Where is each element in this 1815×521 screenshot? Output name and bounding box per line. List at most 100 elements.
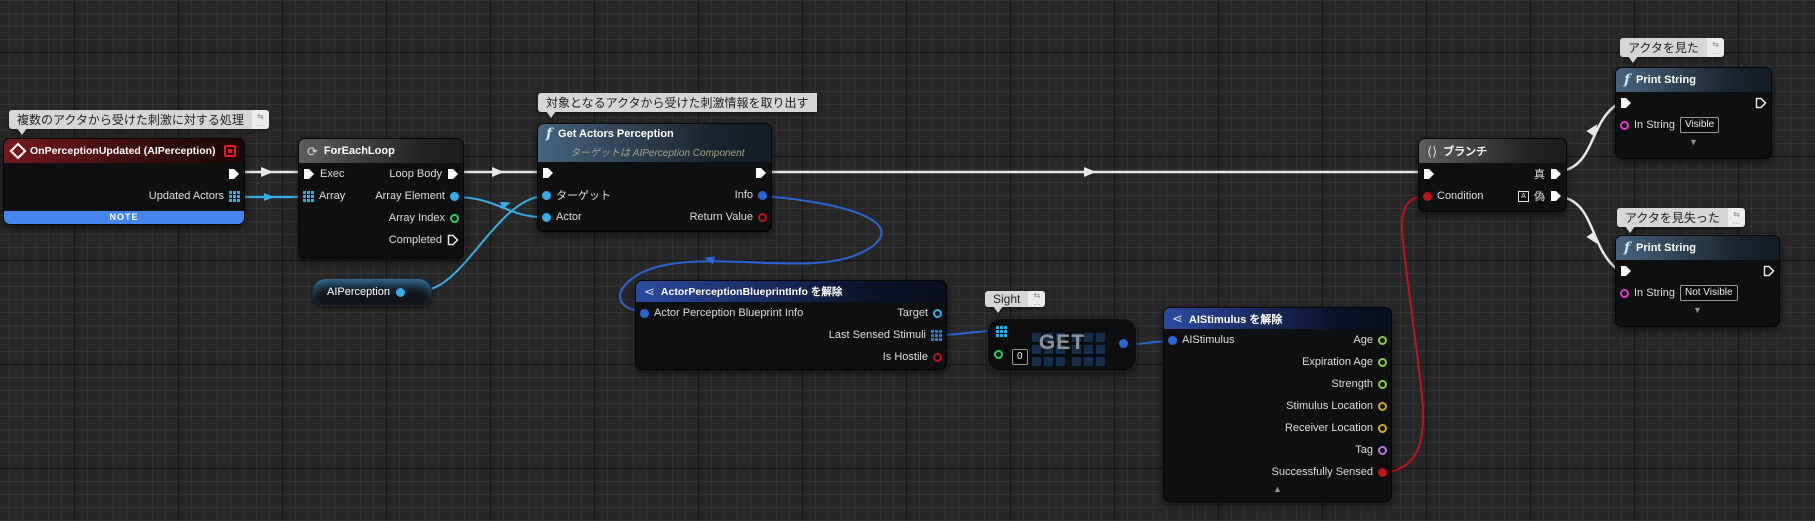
in-string-pin[interactable]: In String Not Visible xyxy=(1620,285,1738,301)
in-string-pin[interactable]: In String Visible xyxy=(1620,117,1720,133)
node-print-string-1[interactable]: f Print String In String Visible ▼ xyxy=(1615,67,1772,159)
wire-exec-true-to-print1[interactable] xyxy=(1555,102,1619,174)
node-header[interactable]: f Print String xyxy=(1616,68,1771,92)
node-header[interactable]: ⋖ ActorPerceptionBlueprintInfo を解除 xyxy=(636,281,946,302)
function-icon: f xyxy=(546,126,553,142)
comment-pin-icon[interactable]: ⇆… xyxy=(1706,38,1724,57)
completed-pin[interactable]: Completed xyxy=(389,234,459,246)
info-pin[interactable]: Info xyxy=(735,189,767,201)
pin-label: Array Index xyxy=(388,212,445,224)
expiration-age-pin[interactable]: Expiration Age xyxy=(1302,356,1387,368)
wire-info-to-breakinput[interactable] xyxy=(619,195,883,312)
array-element-pin[interactable]: Array Element xyxy=(375,190,459,202)
node-onperceptionupdated[interactable]: OnPerceptionUpdated (AIPerception) Updat… xyxy=(3,138,245,225)
exec-pin-icon xyxy=(1755,97,1767,109)
node-header[interactable]: f Get Actors Perception ターゲットは AIPercept… xyxy=(538,124,771,162)
node-get-actors-perception[interactable]: f Get Actors Perception ターゲットは AIPercept… xyxy=(537,123,772,232)
node-aiperception-variable[interactable]: AIPerception xyxy=(312,278,432,306)
pin-label: Exec xyxy=(320,168,345,180)
target-out-pin[interactable]: Target xyxy=(897,307,942,319)
strength-pin[interactable]: Strength xyxy=(1331,378,1387,390)
comment-text: 対象となるアクタから受けた刺激情報を取り出す xyxy=(538,93,817,112)
expand-arrow-icon[interactable]: ▼ xyxy=(1693,305,1702,315)
delegate-icon[interactable] xyxy=(224,145,236,157)
comment-pin-icon[interactable]: ⇆… xyxy=(1028,291,1046,307)
exec-out-pin[interactable] xyxy=(1755,97,1767,109)
pin-label: ターゲット xyxy=(556,190,611,202)
stimulus-location-pin[interactable]: Stimulus Location xyxy=(1286,400,1387,412)
aistimulus-input-pin[interactable]: AIStimulus xyxy=(1168,334,1235,346)
node-print-string-2[interactable]: f Print String In String Not Visible ▼ xyxy=(1615,235,1780,327)
node-array-get[interactable]: GET 0 xyxy=(987,318,1137,372)
exec-in-pin[interactable]: Exec xyxy=(303,168,344,180)
exec-in-pin[interactable] xyxy=(1620,265,1632,277)
comment-text: 複数のアクタから受けた刺激に対する処理 xyxy=(9,110,252,129)
age-pin[interactable]: Age xyxy=(1353,334,1387,346)
tag-pin[interactable]: Tag xyxy=(1355,444,1387,456)
node-foreachloop[interactable]: ⟳ ForEachLoop Exec Loop Body Array Array… xyxy=(298,138,464,259)
wire-arrow xyxy=(499,201,511,210)
expand-arrow-icon[interactable]: ▼ xyxy=(1689,137,1698,147)
int-pin-icon xyxy=(450,213,459,223)
pin-label: Stimulus Location xyxy=(1286,400,1373,412)
array-index-pin[interactable]: Array Index xyxy=(389,212,459,224)
node-break-aistimulus[interactable]: ⋖ AIStimulus を解除 AIStimulus Age Expirati… xyxy=(1163,307,1392,502)
comment-pin-icon[interactable]: ⇆… xyxy=(251,110,269,129)
struct-pin-icon xyxy=(1168,335,1177,345)
pin-label: Strength xyxy=(1331,378,1373,390)
array-in-pin[interactable] xyxy=(996,326,1007,337)
comment-sight[interactable]: Sight ⇆… xyxy=(985,291,1046,313)
comment-lost-actor[interactable]: アクタを見失った ⇆… xyxy=(1617,208,1745,233)
wire-aiperception-to-target[interactable] xyxy=(419,195,542,292)
false-out-pin[interactable]: A 偽 xyxy=(1518,188,1562,204)
wire-exec-false-to-print2[interactable] xyxy=(1555,194,1619,271)
break-info-input-pin[interactable]: Actor Perception Blueprint Info xyxy=(640,307,803,319)
node-break-actorperceptionblueprintinfo[interactable]: ⋖ ActorPerceptionBlueprintInfo を解除 Actor… xyxy=(635,280,947,370)
pin-label: In String xyxy=(1634,287,1675,299)
successfully-sensed-pin[interactable]: Successfully Sensed xyxy=(1271,466,1387,478)
object-pin-icon[interactable] xyxy=(395,287,405,297)
return-value-pin[interactable]: Return Value xyxy=(690,211,767,223)
pin-label: Successfully Sensed xyxy=(1271,466,1374,478)
in-string-value-field[interactable]: Not Visible xyxy=(1679,285,1738,301)
comment-extract-info[interactable]: 対象となるアクタから受けた刺激情報を取り出す xyxy=(538,93,817,118)
comment-multi-stimulus[interactable]: 複数のアクタから受けた刺激に対する処理 ⇆… xyxy=(9,110,269,135)
array-in-pin[interactable]: Array xyxy=(303,190,345,202)
get-label: GET xyxy=(1038,331,1086,354)
wire-arrayelement-to-actor[interactable] xyxy=(454,196,542,218)
note-bar[interactable]: NOTE xyxy=(4,211,244,224)
last-sensed-stimuli-pin[interactable]: Last Sensed Stimuli xyxy=(829,329,942,341)
element-out-pin[interactable] xyxy=(1119,339,1128,348)
exec-out-pin[interactable] xyxy=(228,168,240,180)
node-branch[interactable]: ⟨⟩ ブランチ 真 Condition A 偽 xyxy=(1418,138,1567,212)
exec-out-pin[interactable] xyxy=(755,167,767,179)
wire-successfullysensed-to-condition[interactable] xyxy=(1387,195,1426,473)
actor-pin[interactable]: Actor xyxy=(542,211,582,223)
is-hostile-pin[interactable]: Is Hostile xyxy=(883,351,942,363)
exec-in-pin[interactable] xyxy=(1423,168,1435,180)
node-header[interactable]: ⟳ ForEachLoop xyxy=(299,139,463,163)
loop-body-pin[interactable]: Loop Body xyxy=(389,168,459,180)
index-pin[interactable] xyxy=(994,350,1003,359)
comment-tail xyxy=(1628,56,1638,63)
receiver-location-pin[interactable]: Receiver Location xyxy=(1285,422,1387,434)
exec-out-pin[interactable] xyxy=(1763,265,1775,277)
node-header[interactable]: OnPerceptionUpdated (AIPerception) xyxy=(4,139,244,163)
array-pin-icon xyxy=(229,190,240,202)
target-pin[interactable]: ターゲット xyxy=(542,187,611,203)
in-string-value-field[interactable]: Visible xyxy=(1679,117,1720,133)
true-out-pin[interactable]: 真 xyxy=(1534,166,1562,182)
collapse-arrow-icon[interactable]: ▲ xyxy=(1273,484,1282,494)
comment-text: アクタを見失った xyxy=(1617,208,1728,227)
updated-actors-pin[interactable]: Updated Actors xyxy=(149,190,240,202)
comment-pin-icon[interactable]: ⇆… xyxy=(1727,208,1745,227)
node-header[interactable]: ⟨⟩ ブランチ xyxy=(1419,139,1566,163)
node-header[interactable]: f Print String xyxy=(1616,236,1779,260)
node-header[interactable]: ⋖ AIStimulus を解除 xyxy=(1164,308,1391,329)
exec-in-pin[interactable] xyxy=(542,167,554,179)
comment-saw-actor[interactable]: アクタを見た ⇆… xyxy=(1620,38,1724,63)
condition-pin[interactable]: Condition xyxy=(1423,190,1483,202)
index-value-field[interactable]: 0 xyxy=(1012,349,1028,365)
exec-in-pin[interactable] xyxy=(1620,97,1632,109)
